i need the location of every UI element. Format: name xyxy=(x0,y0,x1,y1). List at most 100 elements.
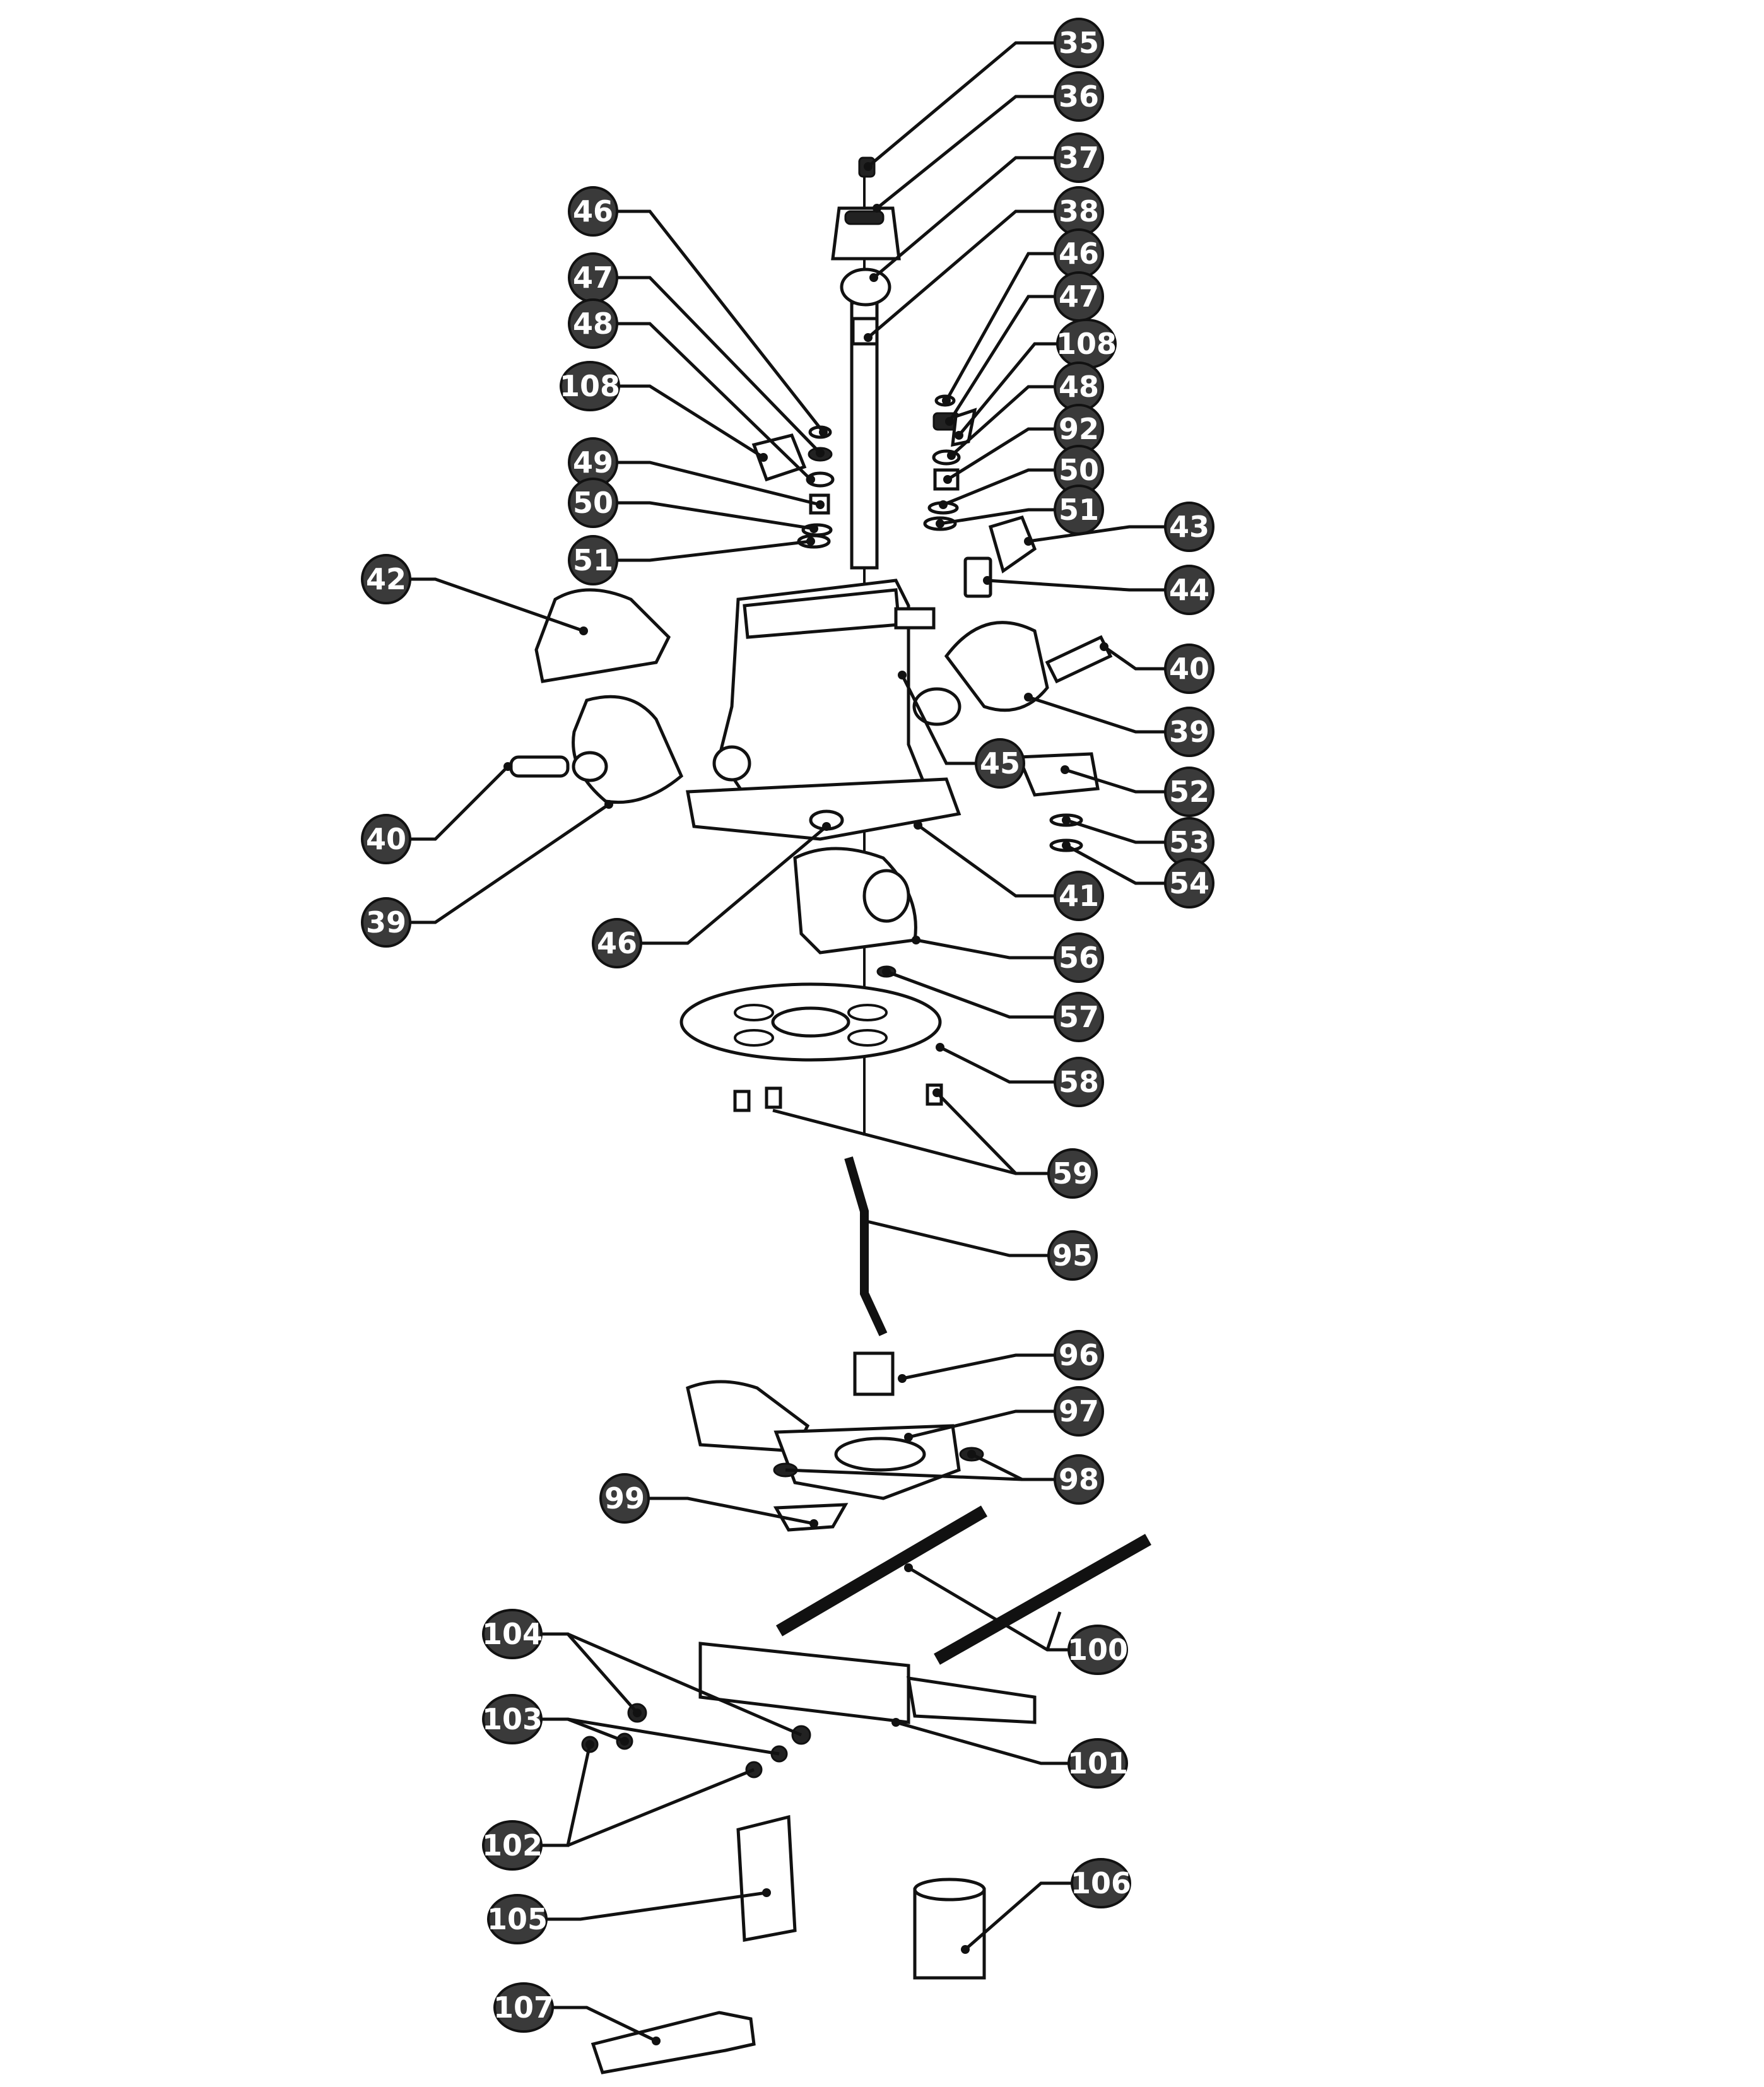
callout-anchor-dot xyxy=(898,671,907,679)
callout-bubble xyxy=(1047,1148,1098,1199)
callout-number: 95 xyxy=(1052,1238,1093,1273)
callout-number: 101 xyxy=(1067,1746,1128,1780)
callout-46: 46 xyxy=(942,228,1104,405)
callout-bubble xyxy=(482,1820,543,1871)
callout-number: 51 xyxy=(1059,493,1099,527)
callout-99: 99 xyxy=(599,1473,818,1528)
callout-number: 47 xyxy=(1059,279,1099,314)
callout-bubble xyxy=(568,186,618,237)
callout-number: 48 xyxy=(1059,370,1099,404)
callout-anchor-dot xyxy=(806,475,815,484)
bushing-106 xyxy=(913,1878,986,1980)
callout-number: 106 xyxy=(1071,1866,1131,1900)
callout-number: 98 xyxy=(1059,1462,1099,1496)
callout-leader xyxy=(867,41,1079,168)
callout-anchor-dot xyxy=(816,449,825,457)
callout-leader xyxy=(517,1891,767,1921)
callout-98: 98 xyxy=(785,1450,1104,1505)
callout-number: 108 xyxy=(1056,327,1117,361)
ring-and-clamp-45-52 xyxy=(912,687,1100,852)
callout-58: 58 xyxy=(936,1043,1104,1107)
callout-49: 49 xyxy=(568,437,825,509)
callout-leader xyxy=(917,823,1079,898)
callout-bubble xyxy=(568,478,618,528)
callout-number: 56 xyxy=(1059,941,1099,975)
callout-46: 46 xyxy=(592,822,831,968)
callout-leader xyxy=(867,209,1079,339)
callout-101: 101 xyxy=(891,1718,1128,1789)
base-plate-58 xyxy=(679,982,943,1112)
callout-anchor-dot xyxy=(961,1945,970,1954)
callout-96: 96 xyxy=(898,1330,1104,1383)
callout-leader-secondary xyxy=(567,1717,780,1756)
callout-anchor-dot xyxy=(860,1216,869,1225)
callout-anchor-dot xyxy=(503,762,512,771)
callout-number: 38 xyxy=(1059,194,1099,228)
chip-shield-56 xyxy=(793,847,917,978)
callout-bubble xyxy=(493,1982,554,2033)
callout-bubble xyxy=(361,897,411,948)
callout-anchor-dot xyxy=(1100,642,1108,651)
left-handle-39 xyxy=(509,695,684,804)
callout-bubble xyxy=(560,361,620,411)
right-guard-39 xyxy=(944,621,1049,712)
callout-leader xyxy=(864,1219,1073,1257)
callout-leader xyxy=(873,156,1079,279)
bracket-105 xyxy=(736,1814,797,1942)
callout-bubble xyxy=(1054,1386,1104,1437)
callout-46: 46 xyxy=(568,186,828,437)
callout-anchor-dot xyxy=(947,451,956,460)
callout-bubble xyxy=(1054,1057,1104,1107)
callout-number: 103 xyxy=(482,1702,543,1736)
callout-106: 106 xyxy=(961,1858,1131,1954)
callout-leader xyxy=(593,539,811,562)
callout-number: 58 xyxy=(1059,1065,1099,1099)
callout-anchor-dot xyxy=(1062,816,1071,825)
callout-number: 92 xyxy=(1059,412,1099,446)
callout-number: 51 xyxy=(573,543,613,577)
callout-anchor-dot xyxy=(819,428,828,437)
callout-number: 46 xyxy=(1059,237,1099,271)
callout-number: 45 xyxy=(980,746,1020,780)
callout-36: 36 xyxy=(873,71,1104,213)
callout-bubble xyxy=(1054,132,1104,183)
callout-anchor-dot xyxy=(943,475,952,484)
callout-45: 45 xyxy=(898,671,1025,789)
left-hardware-stack xyxy=(751,425,835,549)
callout-number: 44 xyxy=(1169,573,1209,607)
callout-number: 39 xyxy=(1169,715,1209,749)
callout-leader-secondary xyxy=(567,1768,755,1847)
callout-anchor-dot xyxy=(891,1718,900,1727)
callout-40: 40 xyxy=(1100,642,1214,694)
callout-anchor-dot xyxy=(932,1088,941,1097)
callout-anchor-dot xyxy=(873,204,881,213)
callout-leader-secondary xyxy=(772,1108,1016,1175)
callout-number: 53 xyxy=(1169,825,1209,859)
callout-number: 40 xyxy=(1169,652,1209,686)
callout-anchor-dot xyxy=(942,396,951,405)
callout-39: 39 xyxy=(361,800,613,948)
callout-bubble xyxy=(1054,1330,1104,1380)
callout-leader xyxy=(386,802,610,924)
callout-leader xyxy=(593,209,825,433)
callout-57: 57 xyxy=(882,967,1104,1042)
callout-number: 96 xyxy=(1059,1338,1099,1372)
callout-anchor-dot xyxy=(936,519,944,528)
right-bolt-40 xyxy=(1045,635,1113,684)
callout-40: 40 xyxy=(361,762,512,864)
callout-anchor-dot xyxy=(759,453,768,462)
callout-anchor-dot xyxy=(762,1888,771,1897)
callout-44: 44 xyxy=(983,565,1214,615)
callout-anchor-dot xyxy=(898,1374,907,1383)
callout-bubble xyxy=(1054,18,1104,68)
callout-anchor-dot xyxy=(983,576,992,585)
callout-bubble xyxy=(1054,1454,1104,1505)
adjuster-rod-95 xyxy=(844,1156,888,1336)
dust-port-base-97 xyxy=(686,1380,984,1500)
callout-number: 54 xyxy=(1169,866,1209,900)
left-guard-42 xyxy=(534,588,671,683)
callout-number: 36 xyxy=(1059,79,1099,114)
callout-bubble xyxy=(1164,707,1214,757)
